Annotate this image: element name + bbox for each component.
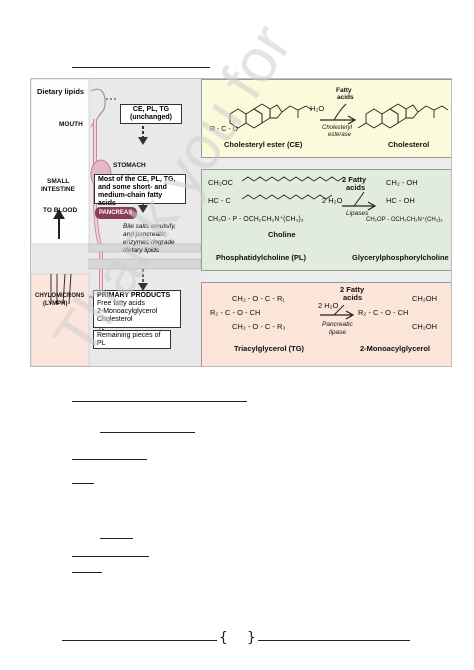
pl-row-1: CH₂OC [208,178,233,187]
most-of-text-3: medium-chain fatty acids [98,192,163,207]
lipid-digestion-figure: Dietary lipids MOUTH CE, PL, TG (unchang… [30,78,452,367]
ce-enzyme-label-2: esterase [328,132,352,138]
bile-text-2: and pancreatic [123,231,166,238]
pl-left-compound-label: Phosphatidylcholine (PL) [216,253,307,262]
pl-row-3: CH₂O - P - OCH₂CH₂N⁺(CH₃)₃ [208,216,304,223]
tg-fatty-acids-label-2: acids [343,293,363,302]
mouth-label: MOUTH [59,121,83,128]
lymph-label: (LYMPH) [43,301,68,307]
tg-product-1: CH₂OH [412,294,437,303]
pl-fatty-chains [242,176,345,200]
pl-fatty-acids-label-2: acids [346,183,366,192]
steroid-ring-structure-left [229,103,313,129]
unchanged-box: CE, PL, TG (unchanged) [120,104,182,124]
chylomicrons-label: CHYLOMICRONS [35,293,85,299]
stomach-label: STOMACH [113,162,146,169]
pl-row-2: HC - C [208,196,231,205]
tg-water-label: 2 H₂O [318,301,339,310]
pl-product-2: HC - OH [386,196,415,205]
ce-fatty-acids-label: Fatty [336,87,352,94]
most-of-text-2: and some short- and [98,184,167,191]
primary-products-title: PRIMARY PRODUCTS [97,292,171,299]
text-rule-7 [72,572,102,573]
tg-fatty-acids-label: 2 Fatty [340,285,365,294]
footer-rule-right [258,640,410,641]
text-rule-3 [72,459,147,460]
pl-reaction-arrow [342,192,377,211]
pl-right-compound-label: Glycerylphosphorylcholine [352,253,449,262]
ce-right-compound-label: Cholesterol [388,140,430,149]
ce-fatty-acids-label-2: acids [337,94,354,101]
dietary-lipids-label: Dietary lipids [37,87,85,96]
small-intestine-label: SMALL [47,178,70,185]
primary-product-1: Free fatty acids [97,300,145,307]
remaining-pl-box: Remaining pieces of PL [93,330,171,349]
ce-reaction-arrow [320,103,357,125]
footer-right-bracket: } [247,630,256,646]
ce-left-compound-label: Cholesteryl ester (CE) [224,140,303,149]
tg-enzyme-label: Pancreatic [322,321,353,328]
tg-row-2: R₂ - C - O - CH [210,308,261,317]
to-blood-label: TO BLOOD [43,207,78,214]
text-rule-6 [72,556,149,557]
pl-water-label: 2 H₂O [322,196,343,205]
pl-product-1: CH₂ - OH [386,178,418,187]
triacylglycerol-panel: CH₂ - O - C - R₁ R₂ - C - O - CH CH₂ - O… [201,282,451,366]
choline-label: Choline [268,230,296,239]
bile-text-1: Bile salts emulsify, [123,223,176,230]
phosphatidylcholine-panel: CH₂OC HC - C CH₂O - P - OCH₂CH₂N⁺(CH₃)₃ … [201,169,451,271]
tg-left-compound-label: Triacylglycerol (TG) [234,344,305,353]
text-rule-2 [100,432,195,433]
small-intestine-label-2: INTESTINE [41,186,75,193]
footer-rule-left [62,640,217,641]
text-rule-4 [72,483,94,484]
text-rule-1 [72,401,247,402]
pl-fatty-acids-label: 2 Fatty [342,175,367,184]
ce-pl-tg-text: CE, PL, TG [132,106,170,113]
tg-right-compound-label: 2-Monoacylglycerol [360,344,431,353]
pancreas-label: PANCREAS [99,210,133,216]
primary-products-box: PRIMARY PRODUCTS Free fatty acids 2-Mono… [93,290,181,328]
pl-product-3: CH₂OP - OCH₂CH₂N⁺(CH₃)₃ [366,217,443,223]
primary-product-2: 2-Monoacylglycerol [97,308,158,315]
tg-row-3: CH₂ - O - C - R₃ [232,322,286,331]
remaining-text-1: Remaining pieces of [97,332,161,339]
tg-product-2: R₂ - C - O - CH [358,308,409,317]
ce-water-label: H₂O [310,104,325,113]
steroid-ring-structure-right [357,103,449,129]
bile-text-4: dietary lipids [123,247,160,254]
ester-group-label: R - C - O [210,126,238,133]
header-rule [72,67,210,68]
unchanged-text: (unchanged) [130,114,172,121]
tg-row-1: CH₂ - O - C - R₁ [232,294,285,303]
most-of-text-1: Most of the CE, PL, TG, [98,176,176,183]
text-rule-5 [100,538,133,539]
most-of-box: Most of the CE, PL, TG, and some short- … [94,174,186,207]
tg-reaction-arrow [320,305,355,320]
tg-product-3: CH₂OH [412,322,437,331]
remaining-text-2: PL [97,340,106,347]
pl-enzyme-label: Lipases [346,210,369,217]
footer-left-bracket: { [219,630,228,646]
bile-text-3: enzymes degrade [123,239,175,246]
primary-product-3: Cholesterol [97,316,133,323]
ce-enzyme-label: Cholesteryl [322,125,353,131]
tg-enzyme-label-2: lipase [329,329,346,336]
cholesteryl-ester-panel: R - C - O H₂O Fatty acids Cholesteryl es… [201,79,451,158]
